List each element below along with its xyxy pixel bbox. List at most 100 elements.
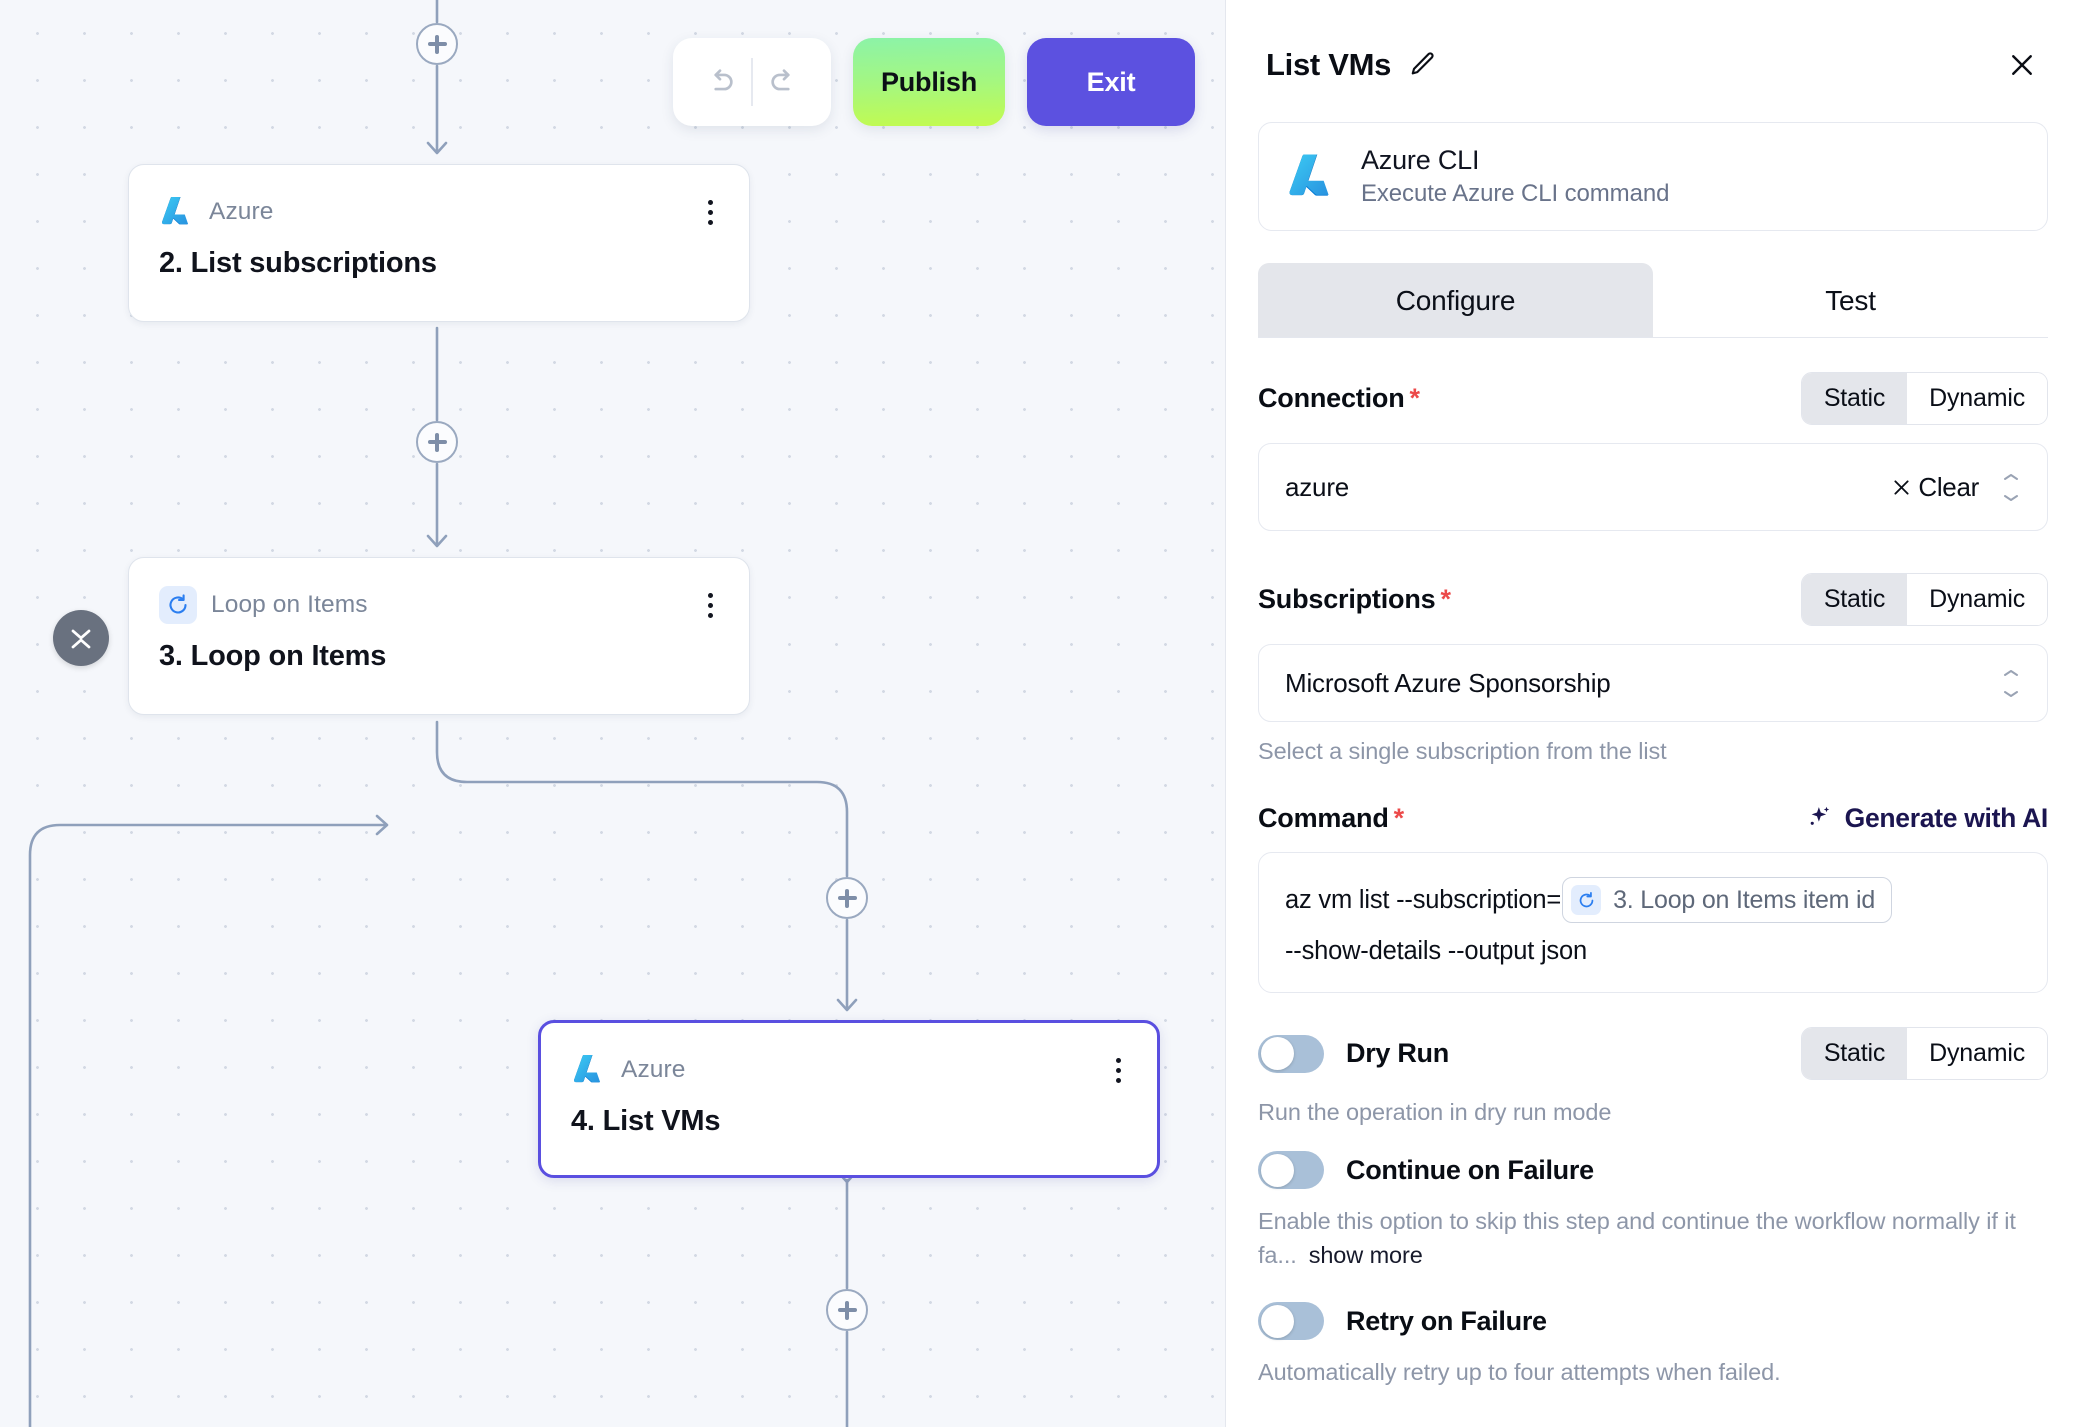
tab-test[interactable]: Test xyxy=(1825,285,1876,316)
integration-name: Azure CLI xyxy=(1361,145,1480,175)
generate-with-ai-label: Generate with AI xyxy=(1844,803,2049,833)
field-dry-run: Dry Run Static Dynamic xyxy=(1258,1027,2048,1080)
subscriptions-mode-dynamic[interactable]: Dynamic xyxy=(1907,574,2047,625)
kebab-menu-icon[interactable] xyxy=(1105,1053,1131,1087)
node-header: Azure xyxy=(159,191,719,233)
undo-redo-group xyxy=(673,38,831,126)
field-retry-on-failure: Retry on Failure xyxy=(1258,1302,2048,1341)
dry-run-toggle[interactable] xyxy=(1258,1034,1324,1073)
integration-text: Azure CLI Execute Azure CLI command xyxy=(1361,145,1669,208)
required-marker: * xyxy=(1409,383,1421,413)
field-continue-on-failure: Continue on Failure xyxy=(1258,1151,2048,1190)
add-step-button[interactable] xyxy=(416,421,458,463)
pencil-icon[interactable] xyxy=(1407,50,1437,80)
command-text-after: --show-details --output json xyxy=(1285,937,1587,965)
retry-on-failure-description: Automatically retry up to four attempts … xyxy=(1258,1359,1781,1386)
panel-tabs: Configure Test xyxy=(1258,263,2048,338)
toggle-knob xyxy=(1260,1304,1294,1338)
connection-label: Connection xyxy=(1258,383,1405,413)
clear-connection-button[interactable]: Clear xyxy=(1891,472,1979,503)
config-form: Connection* Static Dynamic azure Clear xyxy=(1226,372,2080,1389)
connection-value: azure xyxy=(1285,471,1350,502)
variable-token-label: 3. Loop on Items item id xyxy=(1613,885,1876,914)
command-line-2: --show-details --output json xyxy=(1285,937,2021,966)
command-input[interactable]: az vm list --subscription= 3. Loop on It… xyxy=(1258,852,2048,993)
node-title: 3. Loop on Items xyxy=(159,640,387,672)
command-line-1: az vm list --subscription= 3. Loop on It… xyxy=(1285,877,2021,923)
loop-icon xyxy=(1571,885,1602,915)
generate-with-ai-button[interactable]: Generate with AI xyxy=(1802,803,2048,834)
subscriptions-value: Microsoft Azure Sponsorship xyxy=(1285,667,1611,698)
subscriptions-select[interactable]: Microsoft Azure Sponsorship xyxy=(1258,644,2048,722)
publish-button[interactable]: Publish xyxy=(853,38,1005,126)
step-config-panel: List VMs xyxy=(1225,0,2080,1427)
add-step-button[interactable] xyxy=(416,23,458,65)
redo-arrow-icon[interactable] xyxy=(753,51,815,113)
toggle-knob xyxy=(1260,1153,1294,1187)
collapse-chevrons-icon[interactable] xyxy=(53,610,109,666)
subscriptions-mode-static[interactable]: Static xyxy=(1801,574,1908,625)
retry-on-failure-toggle[interactable] xyxy=(1258,1302,1324,1341)
workflow-canvas[interactable]: Azure 2. List subscriptions Loop on Item… xyxy=(0,0,1225,1427)
dry-run-label: Dry Run xyxy=(1346,1038,1449,1068)
dry-run-mode-dynamic[interactable]: Dynamic xyxy=(1907,1028,2047,1079)
continue-on-failure-text: Enable this option to skip this step and… xyxy=(1258,1208,2016,1268)
continue-on-failure-toggle[interactable] xyxy=(1258,1151,1324,1190)
show-more-link[interactable]: show more xyxy=(1308,1241,1423,1268)
node-header: Azure xyxy=(571,1049,1127,1091)
retry-on-failure-label: Retry on Failure xyxy=(1346,1305,1547,1336)
dry-run-mode-toggle: Static Dynamic xyxy=(1800,1027,2048,1080)
connection-mode-toggle: Static Dynamic xyxy=(1800,372,2048,425)
connection-mode-dynamic[interactable]: Dynamic xyxy=(1907,373,2047,424)
subscriptions-hint: Select a single subscription from the li… xyxy=(1258,738,1667,764)
node-title: 2. List subscriptions xyxy=(159,247,437,279)
subscriptions-label: Subscriptions xyxy=(1258,584,1436,614)
dry-run-mode-static[interactable]: Static xyxy=(1801,1028,1908,1079)
toggle-knob xyxy=(1260,1037,1294,1070)
loop-icon xyxy=(159,586,197,624)
variable-token[interactable]: 3. Loop on Items item id xyxy=(1562,877,1893,923)
field-connection: Connection* Static Dynamic azure Clear xyxy=(1258,372,2048,531)
add-step-button[interactable] xyxy=(826,877,868,919)
field-subscriptions-header: Subscriptions* Static Dynamic xyxy=(1258,573,2048,626)
add-step-button[interactable] xyxy=(826,1289,868,1331)
exit-button[interactable]: Exit xyxy=(1027,38,1195,126)
connection-select[interactable]: azure Clear xyxy=(1258,443,2048,531)
sparkle-icon xyxy=(1810,806,1829,825)
page-title: List VMs xyxy=(1266,47,1392,82)
field-subscriptions: Subscriptions* Static Dynamic Microsoft … xyxy=(1258,573,2048,765)
field-label: Command* xyxy=(1258,803,1404,834)
required-marker: * xyxy=(1393,803,1405,833)
node-title: 4. List VMs xyxy=(571,1105,721,1137)
node-kind-label: Azure xyxy=(621,1056,686,1083)
subscriptions-mode-toggle: Static Dynamic xyxy=(1800,573,2048,626)
close-icon[interactable] xyxy=(2004,47,2040,83)
continue-on-failure-label: Continue on Failure xyxy=(1346,1154,1594,1185)
field-label: Connection* xyxy=(1258,383,1420,414)
field-connection-header: Connection* Static Dynamic xyxy=(1258,372,2048,425)
integration-card: Azure CLI Execute Azure CLI command xyxy=(1258,122,2048,231)
command-label: Command xyxy=(1258,803,1389,833)
chevron-up-down-icon[interactable] xyxy=(2001,669,2021,697)
tab-configure[interactable]: Configure xyxy=(1258,263,1653,337)
workflow-node-loop-on-items[interactable]: Loop on Items 3. Loop on Items xyxy=(128,557,750,715)
chevron-up-down-icon[interactable] xyxy=(2001,473,2021,501)
kebab-menu-icon[interactable] xyxy=(697,195,723,229)
panel-header: List VMs xyxy=(1226,0,2080,92)
toolbar-divider xyxy=(751,58,753,106)
continue-on-failure-description: Enable this option to skip this step and… xyxy=(1258,1205,2048,1272)
clear-label: Clear xyxy=(1918,471,1979,502)
dry-run-description: Run the operation in dry run mode xyxy=(1258,1099,1612,1125)
field-command-header: Command* Generate with AI xyxy=(1258,803,2048,834)
connection-mode-static[interactable]: Static xyxy=(1801,373,1908,424)
workflow-node-list-vms[interactable]: Azure 4. List VMs xyxy=(538,1020,1160,1178)
workflow-node-list-subscriptions[interactable]: Azure 2. List subscriptions xyxy=(128,164,750,322)
x-icon xyxy=(1894,479,1909,495)
azure-icon xyxy=(573,1055,601,1083)
undo-arrow-icon[interactable] xyxy=(689,51,751,113)
node-header: Loop on Items xyxy=(159,584,719,626)
canvas-toolbar: Publish Exit xyxy=(673,38,1195,126)
node-kind-label: Azure xyxy=(209,198,274,225)
kebab-menu-icon[interactable] xyxy=(697,588,723,622)
